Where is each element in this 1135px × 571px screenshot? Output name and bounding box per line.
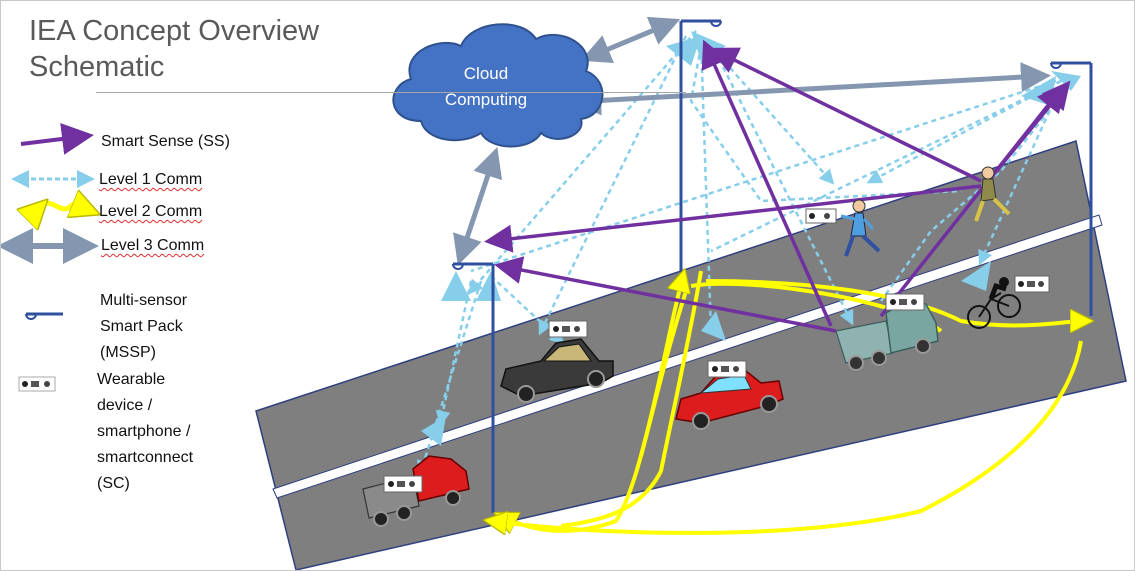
legend-level2-arrow: [41, 203, 91, 211]
pedestrian-icon-1: [840, 199, 881, 257]
street-pole-icon-3: [452, 262, 495, 513]
legend-mssp-icon: [25, 312, 63, 320]
street-pole-icon-2: [1050, 61, 1093, 316]
pedestrian-icon-2: [974, 166, 1011, 222]
car-icon-red: [675, 370, 784, 430]
legend-smart-sense-label: Smart Sense (SS): [101, 133, 230, 150]
truck-icon-teal: [835, 300, 939, 371]
wearable-icon: [383, 475, 423, 493]
wearable-icon: [1014, 275, 1050, 293]
cloud-label: Cloud Computing: [444, 64, 528, 109]
legend-level3-label: Level 3 Comm: [101, 237, 205, 254]
street-pole-icon-1: [679, 19, 722, 271]
cloud-icon: [392, 23, 604, 148]
smart-sense-links: [484, 39, 1071, 333]
wearable-icon-group: [383, 208, 1050, 493]
wearable-icon: [707, 360, 747, 378]
legend-level1-label: Level 1 Comm: [99, 171, 203, 188]
legend-level2-label: Level 2 Comm: [99, 203, 203, 220]
wearable-icon: [548, 320, 588, 338]
legend-sc-label: Wearable device / smartphone / smartconn…: [97, 371, 194, 492]
level3-comm-links: [453, 16, 1051, 266]
wearable-icon: [805, 208, 837, 224]
legend-mssp-label: Multi-sensor Smart Pack (MSSP): [100, 292, 188, 361]
car-icon-black: [500, 338, 614, 403]
legend-symbols: [1, 123, 94, 392]
title-divider: [96, 92, 686, 93]
legend-smart-sense-arrow: [20, 123, 94, 155]
page-title: IEA Concept Overview Schematic: [29, 15, 320, 83]
legend-wearable-icon: [18, 376, 56, 392]
wearable-icon: [885, 293, 925, 311]
cyclist-icon: [967, 277, 1021, 329]
